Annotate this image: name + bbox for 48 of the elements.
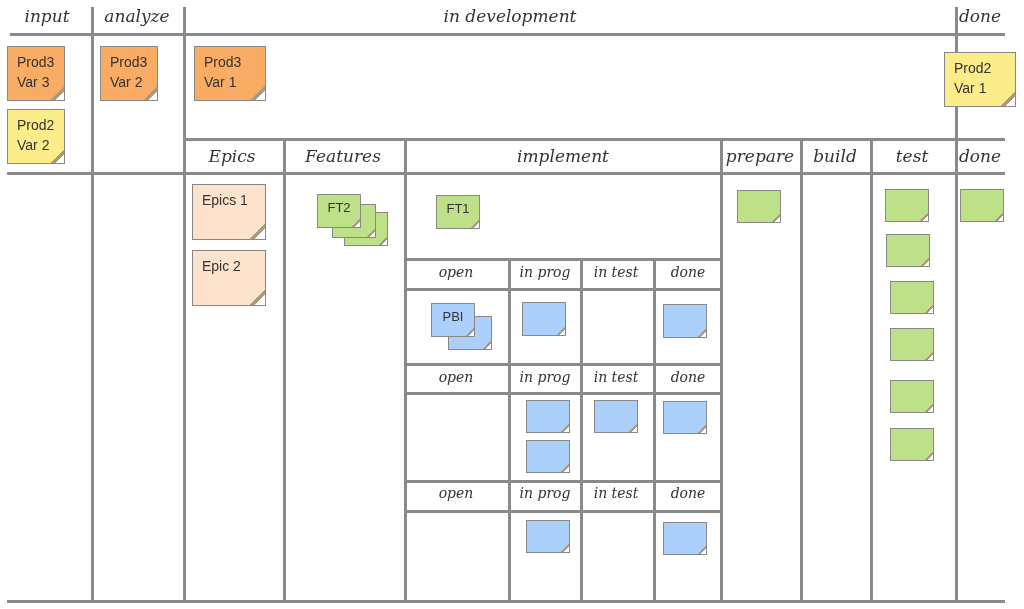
sticky-note <box>526 440 570 473</box>
sticky-note <box>890 328 934 361</box>
subcolumn-header: in test <box>593 264 639 280</box>
sticky-note <box>594 400 638 433</box>
column-header: Features <box>305 146 381 166</box>
sticky-note <box>890 428 934 461</box>
subcolumn-header: done <box>670 264 706 280</box>
sticky-note <box>526 520 570 553</box>
sticky-note: Prod3 Var 2 <box>100 46 158 101</box>
sticky-note <box>663 522 707 555</box>
subcolumn-header: open <box>438 369 474 385</box>
subcolumn-header: in test <box>593 369 639 385</box>
subcolumn-header: done <box>670 369 706 385</box>
sticky-note: FT1 <box>436 195 480 229</box>
sticky-note <box>663 304 707 338</box>
column-header: prepare <box>725 146 795 166</box>
sticky-note <box>885 189 929 222</box>
column-header: input <box>24 6 70 26</box>
sticky-note <box>663 401 707 434</box>
sticky-note <box>890 380 934 413</box>
subcolumn-header: done <box>670 485 706 501</box>
sticky-note <box>890 281 934 314</box>
sticky-note: Epic 2 <box>192 250 266 306</box>
subcolumn-header: open <box>438 264 474 280</box>
sticky-note: Prod3 Var 1 <box>194 46 266 101</box>
column-header: analyze <box>104 6 170 26</box>
column-header: build <box>813 146 857 166</box>
subcolumn-header: open <box>438 485 474 501</box>
subcolumn-header: in prog <box>519 369 571 385</box>
subcolumn-header: in prog <box>519 264 571 280</box>
column-header: done <box>958 6 1002 26</box>
sticky-note <box>737 190 781 223</box>
subcolumn-header: in test <box>593 485 639 501</box>
sticky-note <box>886 234 930 267</box>
sticky-note-stack: FT2 <box>317 194 388 246</box>
sticky-note: Epics 1 <box>192 184 266 240</box>
sticky-note: Prod3 Var 3 <box>7 46 65 101</box>
sticky-note: Prod2 Var 2 <box>7 109 65 164</box>
column-header: in development <box>443 6 577 26</box>
sticky-note <box>522 302 566 336</box>
column-header: test <box>895 146 929 166</box>
column-header: done <box>958 146 1002 166</box>
subcolumn-header: in prog <box>519 485 571 501</box>
column-header: implement <box>517 146 609 166</box>
sticky-note: Prod2 Var 1 <box>944 52 1016 107</box>
sticky-note <box>526 400 570 433</box>
sticky-note <box>960 189 1004 222</box>
column-header: Epics <box>208 146 256 166</box>
